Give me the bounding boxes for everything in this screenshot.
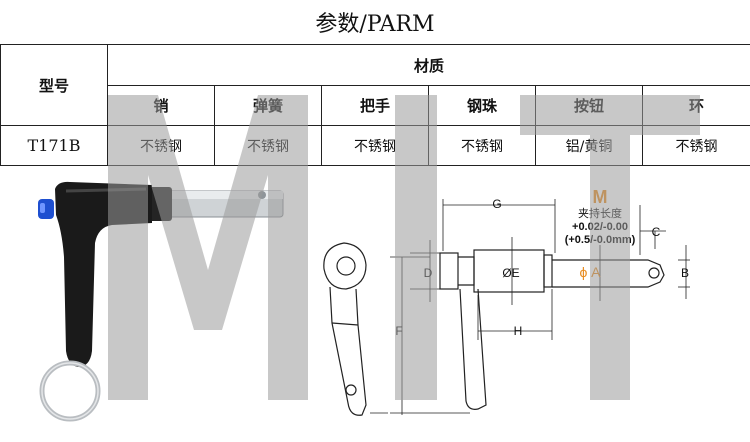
model-cell: T171B (0, 125, 108, 166)
grip-label: 夹持长度 (578, 206, 622, 220)
material-header: 材质 (106, 44, 750, 86)
page-title: 参数/PARM (315, 12, 435, 37)
column-header-ring: 环 (641, 85, 750, 126)
product-photo (38, 181, 284, 422)
material-cell-ring: 不锈钢 (641, 125, 750, 166)
material-cell-button: 铝/黄铜 (535, 125, 643, 166)
dim-d-label: D (424, 266, 433, 280)
grip-tolerance-mm: (+0.5/-0.0mm) (565, 234, 636, 246)
model-header: 型号 (0, 44, 108, 126)
dimension-lines (390, 199, 690, 415)
technical-drawing (323, 242, 665, 416)
dim-c-label: C (652, 225, 661, 239)
dim-h-label: H (514, 324, 523, 338)
material-cell-handle: 不锈钢 (321, 125, 429, 166)
figure-area: G C B D ØE F H ϕ A M 夹持长度 +0.02/-0.00 (+… (38, 181, 690, 422)
dim-b-label: B (681, 266, 689, 280)
table-row: T171B 不锈钢 不锈钢 不锈钢 不锈钢 铝/黄铜 不锈钢 (0, 125, 750, 166)
material-cell-pin: 不锈钢 (107, 125, 215, 166)
column-header-spring: 弹簧 (214, 85, 322, 126)
material-cell-ball: 不锈钢 (428, 125, 536, 166)
dim-e-label: ØE (502, 266, 519, 280)
column-header-handle: 把手 (321, 85, 429, 126)
grip-tolerance: +0.02/-0.00 (572, 221, 628, 233)
spec-table: 型号 材质 销 弹簧 把手 钢珠 按钮 环 T171B 不锈钢 不锈钢 不锈钢 … (0, 44, 750, 166)
dim-g-label: G (492, 197, 501, 211)
column-header-ball: 钢珠 (428, 85, 536, 126)
material-cell-spring: 不锈钢 (214, 125, 322, 166)
column-header-pin: 销 (107, 85, 215, 126)
column-header-button: 按钮 (535, 85, 643, 126)
grip-symbol: M (593, 187, 608, 207)
dim-a-label: ϕ A (579, 264, 601, 280)
dim-f-label: F (395, 324, 402, 338)
